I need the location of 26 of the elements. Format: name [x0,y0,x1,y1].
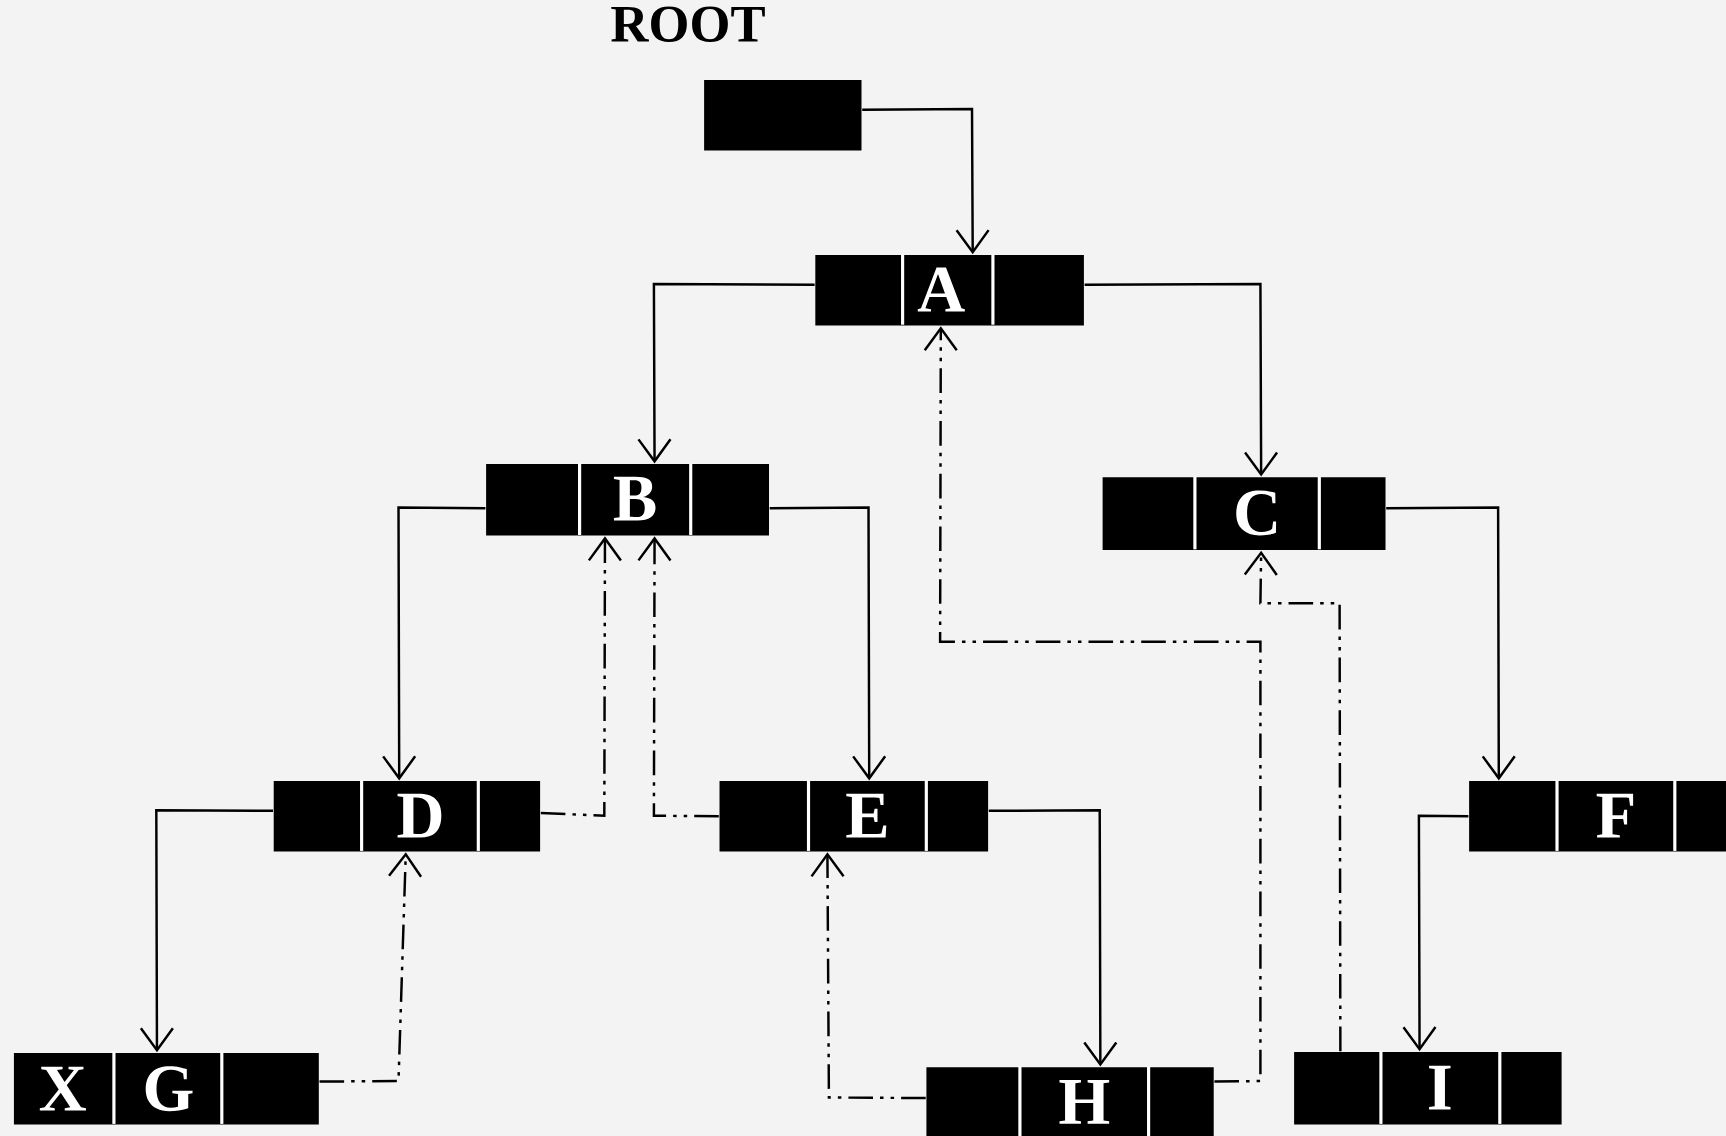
root-label: ROOT [611,6,765,42]
node-letter: E [846,793,887,838]
arrow [769,506,887,781]
arrow [1402,814,1469,1052]
node-letter: X [39,1066,86,1111]
node-letter: H [1059,1080,1110,1124]
arrow [862,107,990,255]
arrow [139,809,273,1053]
arrow [1386,506,1516,781]
arrow [382,506,486,781]
node-letter: G [145,1066,193,1112]
dashed-arrow [637,536,719,818]
node-letter: A [917,267,965,312]
dashed-arrow [810,852,926,1100]
node-letter: D [397,793,442,838]
dashed-arrow [540,536,622,817]
dashed-arrow [319,852,423,1083]
arrow [1084,282,1279,477]
arrow [988,809,1118,1067]
arrow [637,282,815,464]
node-letter: C [1236,490,1277,536]
node-letter: I [1429,1065,1451,1110]
dashed-arrow [923,326,1262,1083]
node-letter: F [1596,793,1634,838]
node-letter: B [613,476,656,521]
dashed-arrow [1243,550,1342,1052]
